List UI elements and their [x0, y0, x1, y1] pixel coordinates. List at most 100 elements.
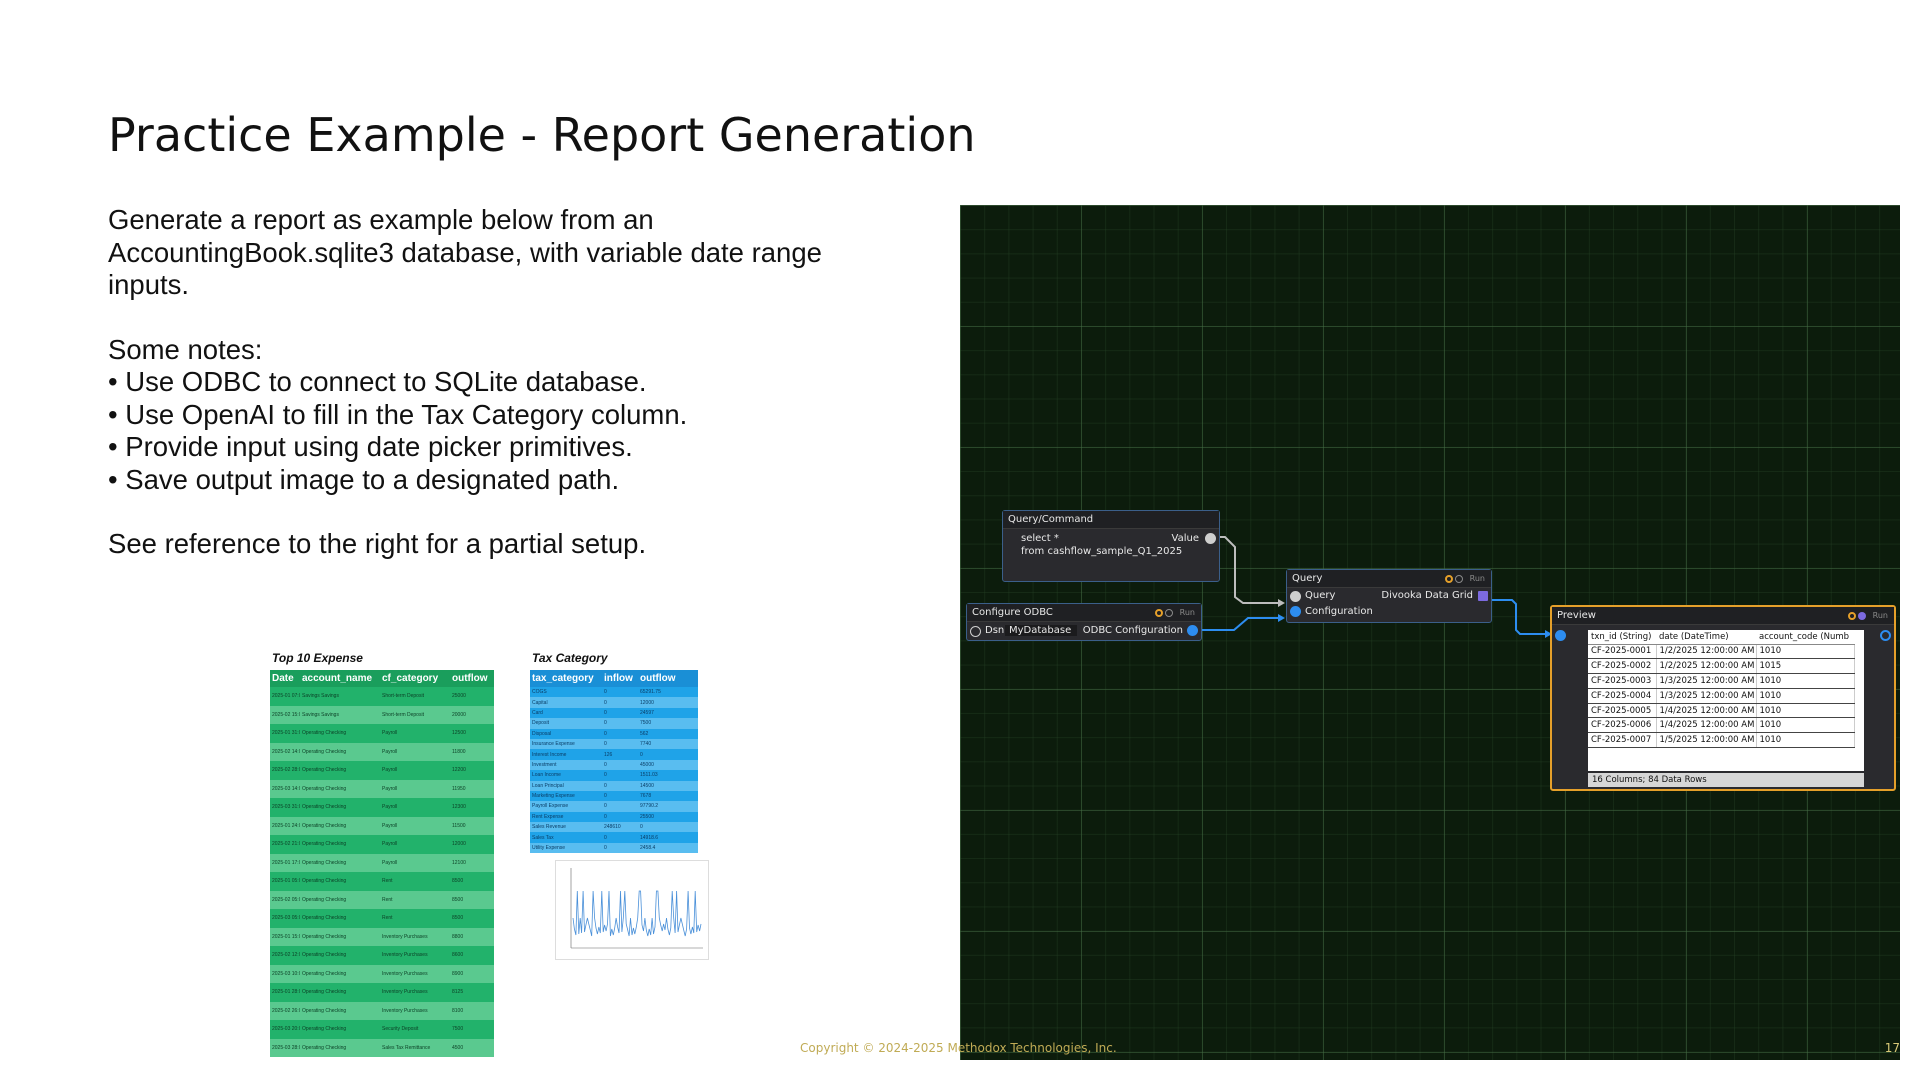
table-cell: 0 — [638, 822, 698, 833]
node-title: Query/Command — [1008, 514, 1094, 525]
note-item: • Save output image to a designated path… — [108, 463, 620, 495]
table-cell: Investment — [530, 759, 602, 771]
table-cell: 2025-03 14:00:00 00 — [270, 779, 300, 798]
table-cell: Capital — [530, 697, 602, 708]
table-cell: Payroll — [380, 761, 450, 780]
query-input-pin[interactable] — [1290, 591, 1301, 602]
data-grid-output-pin[interactable] — [1478, 591, 1488, 601]
node-header[interactable]: Query Run — [1287, 570, 1491, 588]
node-editor-canvas[interactable]: Query/Command select * from cashflow_sam… — [960, 205, 1900, 1060]
table-cell: 0 — [602, 718, 638, 729]
value-output-pin[interactable] — [1205, 533, 1216, 544]
node-title: Configure ODBC — [972, 607, 1053, 618]
run-button[interactable]: Run — [1872, 611, 1888, 620]
grid-cell: 1010 — [1756, 688, 1855, 704]
slide-title: Practice Example - Report Generation — [108, 108, 976, 162]
table-cell: Utility Expense — [530, 842, 602, 854]
node-wires — [1194, 536, 1552, 638]
table-cell: 2025-01 31:00:00 00 — [270, 724, 300, 743]
preview-output-pin[interactable] — [1880, 630, 1891, 641]
node-title: Preview — [1557, 610, 1596, 621]
configuration-input-pin[interactable] — [1290, 606, 1301, 617]
grid-cell: CF-2025-0001 — [1588, 644, 1657, 660]
page-number: 17 — [1884, 1041, 1900, 1055]
table-cell: Insurance Expense — [530, 738, 602, 750]
table-row: 2025-01 31:00:00 00Operating CheckingPay… — [270, 724, 494, 743]
sql-line[interactable]: select * — [1021, 533, 1059, 544]
table-cell: 2025-01 28:00:00 00 — [270, 983, 300, 1002]
table-cell: 11800 — [450, 742, 494, 761]
table-row: 2025-02 15:00:00 00Savings SavingsShort-… — [270, 705, 494, 724]
table-cell: 0 — [602, 780, 638, 791]
table-row: 2025-02 12:00:00 00Operating CheckingInv… — [270, 946, 494, 965]
expense-caption: Top 10 Expense — [272, 651, 363, 665]
table-cell: 0 — [602, 770, 638, 781]
node-header[interactable]: Preview Run — [1552, 607, 1894, 625]
query-command-node[interactable]: Query/Command select * from cashflow_sam… — [1002, 510, 1220, 582]
table-cell: Operating Checking — [300, 835, 380, 854]
tax-caption: Tax Category — [532, 651, 608, 665]
configuration-label: Configuration — [1305, 606, 1373, 617]
node-title: Query — [1292, 573, 1323, 584]
tax-header-row: tax_category inflow outflow — [530, 670, 698, 687]
grid-column-header[interactable]: date (DateTime) — [1656, 630, 1756, 645]
table-cell: Operating Checking — [300, 761, 380, 780]
table-cell: Marketing Expense — [530, 790, 602, 802]
status-dot-icon — [1847, 611, 1856, 620]
preview-data-grid[interactable]: txn_id (String) date (DateTime) account_… — [1588, 630, 1864, 771]
table-cell: 8500 — [450, 890, 494, 909]
note-item: • Provide input using date picker primit… — [108, 431, 633, 462]
query-node[interactable]: Query Run Query Divooka Data Grid Config… — [1286, 569, 1492, 623]
grid-cell: CF-2025-0007 — [1588, 732, 1657, 749]
table-cell: 4500 — [450, 1038, 494, 1057]
table-cell: 0 — [638, 749, 698, 760]
grid-cell: 1010 — [1756, 732, 1855, 749]
table-cell: Rent Expense — [530, 811, 602, 823]
table-cell: Operating Checking — [300, 779, 380, 798]
table-cell: 2025-02 26:00:00 00 — [270, 1001, 300, 1020]
table-cell: 0 — [602, 707, 638, 719]
table-cell: 2458.4 — [638, 842, 698, 854]
table-cell: 2025-02 05:00:00 00 — [270, 890, 300, 909]
node-header[interactable]: Configure ODBC Run — [967, 604, 1201, 622]
table-cell: 2025-03 20:00:00 00 — [270, 1020, 300, 1039]
grid-cell: CF-2025-0002 — [1588, 658, 1657, 675]
run-button[interactable]: Run — [1469, 574, 1485, 583]
table-cell: COGS — [530, 687, 602, 698]
table-row: 2025-03 31:00:00 00Operating CheckingPay… — [270, 798, 494, 817]
chart-thumbnail — [555, 860, 709, 960]
configure-odbc-node[interactable]: Configure ODBC Run Dsn MyDatabase ODBC C… — [966, 603, 1202, 641]
grid-column-header[interactable]: account_code (Numb — [1756, 630, 1854, 645]
sql-line[interactable]: from cashflow_sample_Q1_2025 — [1021, 546, 1183, 557]
node-header[interactable]: Query/Command — [1003, 511, 1219, 529]
run-button[interactable]: Run — [1179, 608, 1195, 617]
expense-table: Date account_name cf_category outflow 20… — [270, 670, 494, 1057]
table-cell: 45000 — [638, 759, 698, 771]
table-cell: Operating Checking — [300, 798, 380, 817]
dsn-input[interactable]: MyDatabase — [1005, 625, 1077, 636]
dsn-input-pin[interactable] — [970, 626, 981, 637]
wire-arrow — [1278, 599, 1285, 607]
table-cell: Operating Checking — [300, 1020, 380, 1039]
table-row: 2025-03 14:00:00 00Operating CheckingPay… — [270, 779, 494, 798]
table-cell: Rent — [380, 890, 450, 909]
grid-column-header[interactable]: txn_id (String) — [1588, 630, 1656, 645]
table-cell: Security Deposit — [380, 1020, 450, 1039]
table-row: 2025-02 28:00:00 00Operating CheckingPay… — [270, 761, 494, 780]
preview-node[interactable]: Preview Run txn_id (String) date (DateTi… — [1550, 605, 1896, 791]
table-cell: Payroll — [380, 742, 450, 761]
table-cell: 0 — [602, 790, 638, 802]
table-cell: Card — [530, 707, 602, 719]
chart-series-line — [572, 890, 702, 937]
column-header: inflow — [602, 670, 638, 687]
preview-input-pin[interactable] — [1555, 630, 1566, 641]
odbc-output-pin[interactable] — [1187, 625, 1198, 636]
table-cell: 0 — [602, 687, 638, 698]
